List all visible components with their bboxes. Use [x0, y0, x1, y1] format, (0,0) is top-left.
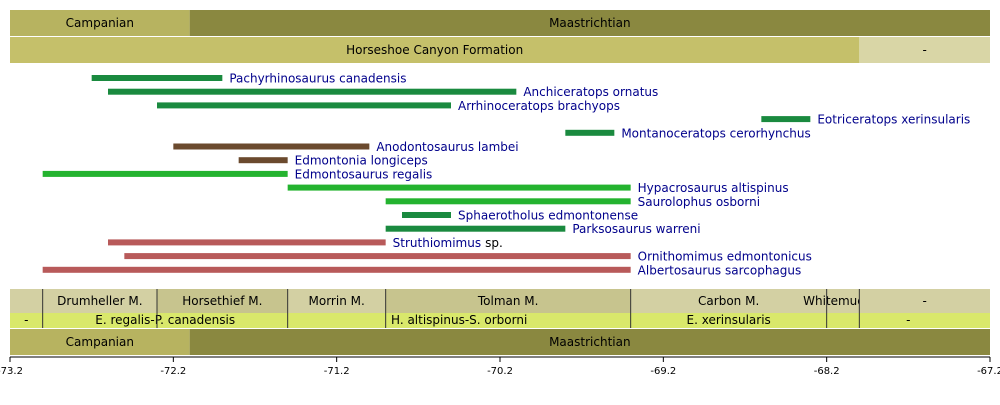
taxon-label-eotriceratops-xerinsularis: Eotriceratops xerinsularis [817, 113, 970, 127]
member-blank [859, 289, 990, 313]
taxon-label-edmontonia-longiceps: Edmontonia longiceps [295, 154, 428, 168]
taxon-bar-sphaerotholus-edmontonense [402, 212, 451, 218]
zone-blank [10, 313, 43, 328]
taxon-name: Edmontosaurus regalis [295, 167, 433, 181]
axis-tick-label: -73.2 [0, 366, 23, 377]
taxon-name: Arrhinoceratops brachyops [458, 99, 620, 113]
taxon-label-sphaerotholus-edmontonense: Sphaerotholus edmontonense [458, 209, 638, 223]
taxon-name: Ornithomimus edmontonicus [638, 250, 812, 264]
stage-band-top: Campanian Maastrichtian [10, 10, 990, 36]
taxon-bar-pachyrhinosaurus-canadensis [91, 75, 223, 81]
taxon-name: Hypacrosaurus altispinus [638, 181, 789, 195]
taxon-bar-edmontonia-longiceps [238, 157, 288, 164]
taxon-bar-anchiceratops-ornatus [108, 88, 517, 95]
zone-e-regalis-p-canadensis [42, 313, 288, 328]
zone-blank [826, 313, 990, 328]
taxon-label-struthiomimus: Struthiomimus sp. [393, 236, 503, 250]
axis-tick-label: -67.2 [977, 366, 1000, 377]
taxon-label-parksosaurus-warreni: Parksosaurus warreni [572, 222, 700, 236]
taxon-bar-struthiomimus [108, 239, 386, 246]
taxon-bar-edmontosaurus-regalis [42, 170, 288, 177]
member-label-blank: - [922, 294, 926, 308]
taxon-name: Pachyrhinosaurus canadensis [229, 72, 406, 86]
stage-top-maastrichtian [189, 10, 990, 36]
taxon-bar-anodontosaurus-lambei [173, 143, 370, 150]
taxon-name: Montanoceratops cerorhynchus [621, 126, 810, 140]
zone-label-h-altispinus-s-orborni: H. altispinus-S. orborni [391, 313, 527, 327]
member-whitemud-m [826, 289, 860, 313]
taxon-bar-hypacrosaurus-altispinus [287, 184, 631, 191]
taxon-label-anodontosaurus-lambei: Anodontosaurus lambei [376, 140, 518, 154]
formation-label-blank: - [922, 43, 926, 57]
stage-band-bottom: Campanian Maastrichtian [10, 329, 990, 355]
member-morrin-m [287, 289, 386, 313]
zone-label-blank: - [24, 313, 28, 327]
formation-band: Horseshoe Canyon Formation - [10, 37, 990, 63]
member-label-horsethief-m: Horsethief M. [182, 294, 262, 308]
member-band: Drumheller M. Horsethief M. Morrin M. Tolma… [10, 289, 990, 313]
zone-label-blank: - [906, 313, 910, 327]
formation-horseshoe-canyon-formation [10, 37, 860, 63]
taxon-bar-parksosaurus-warreni [385, 225, 566, 232]
axis-tick-label: -71.2 [324, 366, 350, 377]
taxon-name: Eotriceratops xerinsularis [817, 113, 970, 127]
taxon-label-saurolophus-osborni: Saurolophus osborni [638, 195, 760, 209]
stage-label-bottom-maastrichtian: Maastrichtian [549, 335, 631, 349]
formation-label-horseshoe-canyon-formation: Horseshoe Canyon Formation [346, 43, 523, 57]
member-carbon-m [630, 289, 827, 313]
taxon-ranges: Pachyrhinosaurus canadensisAnchiceratops… [42, 72, 970, 277]
stage-bottom-maastrichtian [189, 329, 990, 355]
member-label-morrin-m: Morrin M. [309, 294, 365, 308]
taxon-name: Edmontonia longiceps [295, 154, 428, 168]
formation-blank [859, 37, 990, 63]
taxon-label-edmontosaurus-regalis: Edmontosaurus regalis [295, 167, 433, 181]
axis-tick-label: -72.2 [160, 366, 186, 377]
stage-label-top-maastrichtian: Maastrichtian [549, 16, 631, 30]
taxon-name: Anchiceratops ornatus [523, 85, 658, 99]
zone-label-e-regalis-p-canadensis: E. regalis-P. canadensis [95, 313, 235, 327]
member-blank [10, 289, 43, 313]
member-label-tolman-m: Tolman M. [477, 294, 539, 308]
axis-tick-label: -70.2 [487, 366, 513, 377]
taxon-label-pachyrhinosaurus-canadensis: Pachyrhinosaurus canadensis [229, 72, 406, 86]
taxon-name: Saurolophus osborni [638, 195, 760, 209]
axis-tick-label: -68.2 [814, 366, 840, 377]
member-drumheller-m [42, 289, 157, 313]
x-axis: -73.2 -72.2 -71.2 -70.2 -69.2 -68.2 -67.2 [0, 356, 1000, 377]
taxon-label-arrhinoceratops-brachyops: Arrhinoceratops brachyops [458, 99, 620, 113]
stage-label-bottom-campanian: Campanian [66, 335, 134, 349]
zone-e-xerinsularis [630, 313, 827, 328]
taxon-suffix: sp. [485, 236, 503, 250]
zone-label-e-xerinsularis: E. xerinsularis [687, 313, 771, 327]
taxon-label-albertosaurus-sarcophagus: Albertosaurus sarcophagus [638, 263, 802, 277]
taxon-label-montanoceratops-cerorhynchus: Montanoceratops cerorhynchus [621, 126, 810, 140]
taxon-label-anchiceratops-ornatus: Anchiceratops ornatus [523, 85, 658, 99]
member-label-drumheller-m: Drumheller M. [57, 294, 142, 308]
taxon-name: Sphaerotholus edmontonense [458, 209, 638, 223]
member-tolman-m [385, 289, 631, 313]
taxon-bar-eotriceratops-xerinsularis [761, 116, 811, 123]
stage-top-campanian [10, 10, 190, 36]
taxon-name: Struthiomimus [393, 236, 481, 250]
stage-bottom-campanian [10, 329, 190, 355]
axis-tick-label: -69.2 [650, 366, 676, 377]
zone-h-altispinus-s-orborni [287, 313, 631, 328]
member-label-carbon-m: Carbon M. [698, 294, 759, 308]
taxon-label-ornithomimus-edmontonicus: Ornithomimus edmontonicus [638, 250, 812, 264]
zone-band: - E. regalis-P. canadensis H. altispinus-S… [10, 289, 990, 328]
taxon-bar-ornithomimus-edmontonicus [124, 253, 631, 260]
taxon-bar-arrhinoceratops-brachyops [157, 102, 451, 109]
taxon-name: Anodontosaurus lambei [376, 140, 518, 154]
member-horsethief-m [157, 289, 288, 313]
taxon-bar-montanoceratops-cerorhynchus [565, 129, 615, 136]
taxon-name: Albertosaurus sarcophagus [638, 263, 802, 277]
taxon-bar-saurolophus-osborni [385, 198, 631, 205]
taxon-name: Parksosaurus warreni [572, 222, 700, 236]
stage-label-top-campanian: Campanian [66, 16, 134, 30]
taxon-label-hypacrosaurus-altispinus: Hypacrosaurus altispinus [638, 181, 789, 195]
taxon-bar-albertosaurus-sarcophagus [42, 266, 631, 273]
